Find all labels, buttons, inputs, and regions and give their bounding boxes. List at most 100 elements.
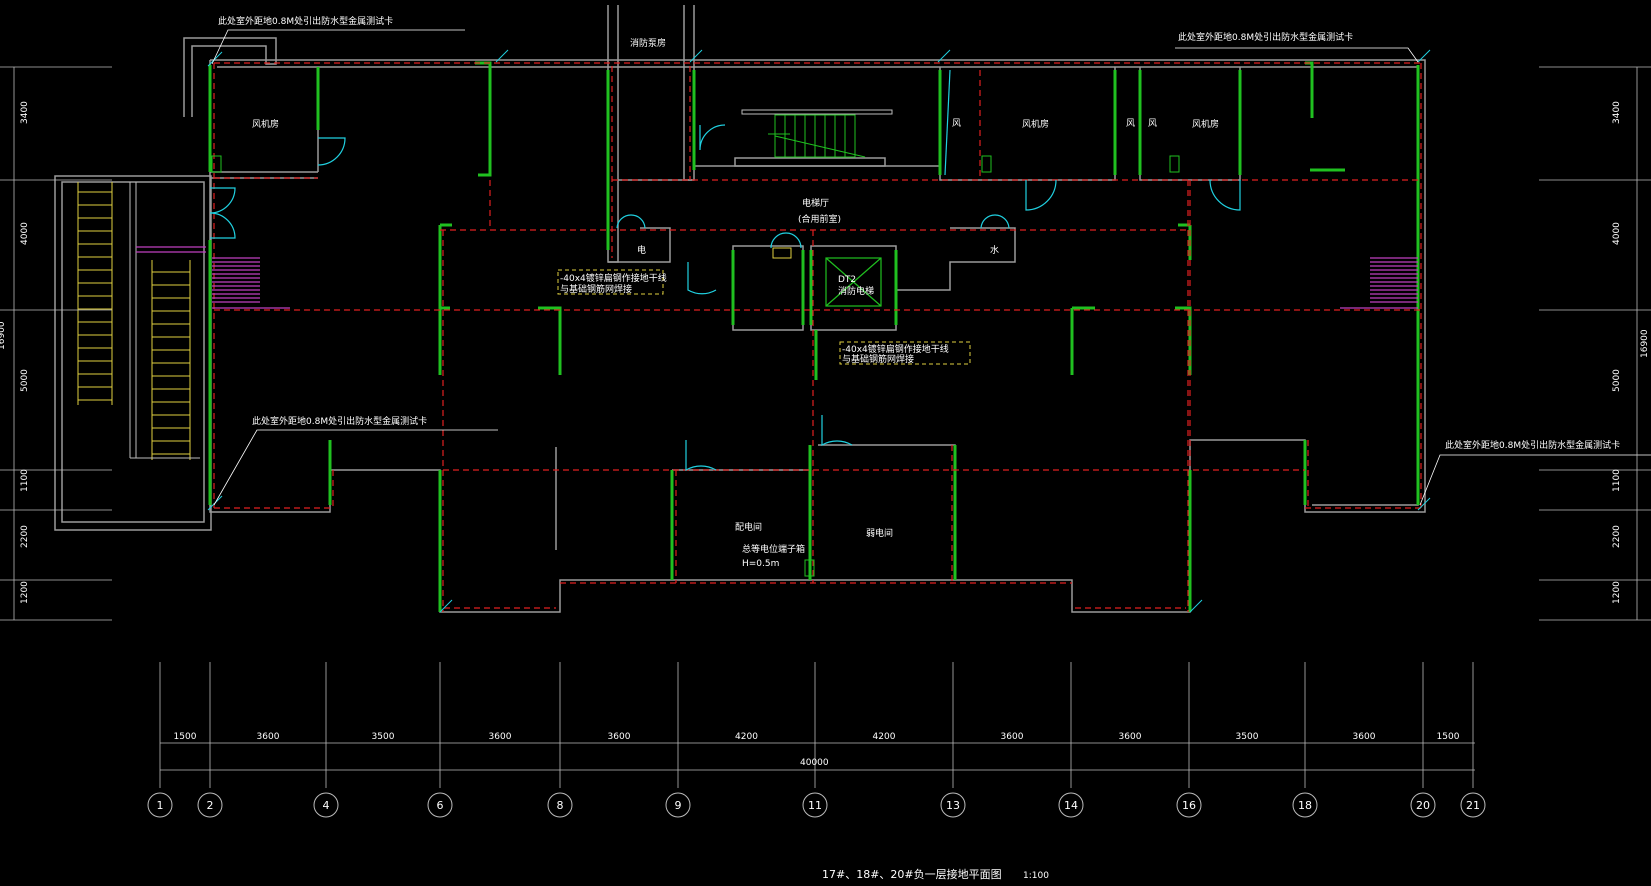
axis-label-18: 18 bbox=[1298, 799, 1312, 812]
stair-left-rails bbox=[129, 182, 200, 459]
left-dim-2: 4000 bbox=[20, 222, 30, 245]
bottom-dim-12: 1500 bbox=[1437, 732, 1460, 742]
elevator-indicator bbox=[772, 247, 792, 259]
drawing-title: 17#、18#、20#负一层接地平面图 bbox=[822, 867, 1002, 881]
stair-rail-top bbox=[741, 109, 893, 115]
bottom-dimension-labels: 1500 3600 3500 3600 3600 4200 4200 3600 3600 3500… bbox=[174, 732, 1460, 742]
grounding-conductor bbox=[213, 62, 1422, 612]
top-left-shaft bbox=[183, 37, 277, 117]
axis-bubbles: 1 2 4 6 8 9 11 13 14 16 18 20 21 bbox=[147, 792, 1486, 818]
bottom-dim-9: 3600 bbox=[1119, 732, 1142, 742]
right-total: 16900 bbox=[1640, 329, 1650, 358]
wall-water-closet bbox=[896, 227, 1016, 291]
axis-label-21: 21 bbox=[1466, 799, 1480, 812]
room-pump: 消防泵房 bbox=[630, 37, 666, 49]
room-fan-right: 风机房 bbox=[1192, 118, 1219, 130]
stair-center bbox=[768, 114, 866, 158]
bottom-dim-7: 4200 bbox=[873, 732, 896, 742]
axis-label-20: 20 bbox=[1416, 799, 1430, 812]
axis-bubble-4 bbox=[313, 792, 339, 818]
note-mid-left: 此处室外距地0.8M处引出防水型金属测试卡 bbox=[252, 415, 427, 427]
left-dim-4: 1100 bbox=[20, 469, 30, 492]
wall-fire-room bbox=[818, 444, 956, 580]
stair-magenta bbox=[136, 246, 1418, 309]
bottom-dim-1: 1500 bbox=[174, 732, 197, 742]
room-power: 配电间 bbox=[735, 521, 762, 533]
note-terminal-2: H=0.5m bbox=[742, 559, 779, 569]
note-right-box-2: 与基础钢筋网焊接 bbox=[842, 353, 914, 365]
left-dim-1: 3400 bbox=[20, 101, 30, 124]
room-elec: 电 bbox=[637, 244, 646, 256]
axis-label-11: 11 bbox=[808, 799, 822, 812]
right-dim-6: 1200 bbox=[1612, 581, 1622, 604]
axis-ticks bbox=[159, 662, 1474, 788]
room-elevator-hall: 电梯厅 bbox=[802, 197, 829, 209]
axis-bubble-21 bbox=[1460, 792, 1486, 818]
room-water: 水 bbox=[990, 244, 999, 256]
drawing-scale: 1:100 bbox=[1023, 871, 1049, 881]
room-wind-3: 风 bbox=[1148, 118, 1157, 129]
axis-bubble-6 bbox=[427, 792, 453, 818]
right-dim-1: 3400 bbox=[1612, 101, 1622, 124]
wall-elec-closet bbox=[608, 227, 671, 263]
left-dim-3: 5000 bbox=[20, 369, 30, 392]
axis-label-1: 1 bbox=[157, 799, 164, 812]
room-wind-2: 风 bbox=[1126, 118, 1135, 129]
axis-label-16: 16 bbox=[1182, 799, 1196, 812]
axis-label-2: 2 bbox=[207, 799, 214, 812]
right-dim-3: 5000 bbox=[1612, 369, 1622, 392]
axis-bubble-13 bbox=[940, 792, 966, 818]
elevator-shaft-symbol bbox=[825, 257, 882, 307]
note-terminal-1: 总等电位端子箱 bbox=[742, 543, 805, 555]
test-clip-markers bbox=[207, 49, 1431, 613]
axis-label-4: 4 bbox=[323, 799, 330, 812]
axis-bubble-9 bbox=[665, 792, 691, 818]
dimension-lines bbox=[0, 66, 1651, 771]
axis-label-13: 13 bbox=[946, 799, 960, 812]
stair-landing-wall bbox=[734, 157, 886, 167]
terminal-boxes bbox=[211, 155, 1180, 577]
left-dim-6: 1200 bbox=[20, 581, 30, 604]
axis-label-8: 8 bbox=[557, 799, 564, 812]
note-top-left: 此处室外距地0.8M处引出防水型金属测试卡 bbox=[218, 15, 393, 27]
right-dim-2: 4000 bbox=[1612, 222, 1622, 245]
bottom-dim-6: 4200 bbox=[735, 732, 758, 742]
axis-label-14: 14 bbox=[1064, 799, 1078, 812]
room-wind-1: 风 bbox=[952, 118, 961, 129]
note-top-right: 此处室外距地0.8M处引出防水型金属测试卡 bbox=[1178, 31, 1353, 43]
axis-bubble-8 bbox=[547, 792, 573, 818]
axis-bubble-11 bbox=[802, 792, 828, 818]
note-mid-right: 此处室外距地0.8M处引出防水型金属测试卡 bbox=[1445, 439, 1620, 451]
bottom-total: 40000 bbox=[800, 758, 829, 768]
stair-left bbox=[77, 182, 191, 460]
right-dim-4: 1100 bbox=[1612, 469, 1622, 492]
interior-walls bbox=[210, 67, 1241, 580]
axis-bubble-14 bbox=[1058, 792, 1084, 818]
left-total: 16900 bbox=[0, 321, 7, 350]
left-dim-5: 2200 bbox=[20, 525, 30, 548]
axis-bubble-2 bbox=[197, 792, 223, 818]
bottom-dim-4: 3600 bbox=[489, 732, 512, 742]
bottom-dim-10: 3500 bbox=[1236, 732, 1259, 742]
bottom-dim-11: 3600 bbox=[1353, 732, 1376, 742]
note-left-box-2: 与基础钢筋网焊接 bbox=[560, 283, 632, 295]
doors bbox=[209, 69, 1241, 472]
axis-bubble-18 bbox=[1292, 792, 1318, 818]
axis-label-9: 9 bbox=[675, 799, 682, 812]
axis-bubble-1 bbox=[147, 792, 173, 818]
elevator-id: DT2 bbox=[838, 275, 856, 285]
callout-boxes bbox=[557, 269, 971, 365]
stair-wing-inner bbox=[61, 181, 205, 523]
room-fan-left: 风机房 bbox=[252, 118, 279, 130]
elevator-core-left bbox=[732, 245, 804, 331]
elevator-sub: 消防电梯 bbox=[838, 285, 874, 297]
bottom-dim-8: 3600 bbox=[1001, 732, 1024, 742]
bottom-dim-3: 3500 bbox=[372, 732, 395, 742]
right-dim-5: 2200 bbox=[1612, 525, 1622, 548]
axis-bubble-20 bbox=[1410, 792, 1436, 818]
bottom-dim-2: 3600 bbox=[257, 732, 280, 742]
axis-label-6: 6 bbox=[437, 799, 444, 812]
note-left-box-1: -40x4镀锌扁钢作接地干线 bbox=[560, 272, 667, 284]
bottom-dim-5: 3600 bbox=[608, 732, 631, 742]
